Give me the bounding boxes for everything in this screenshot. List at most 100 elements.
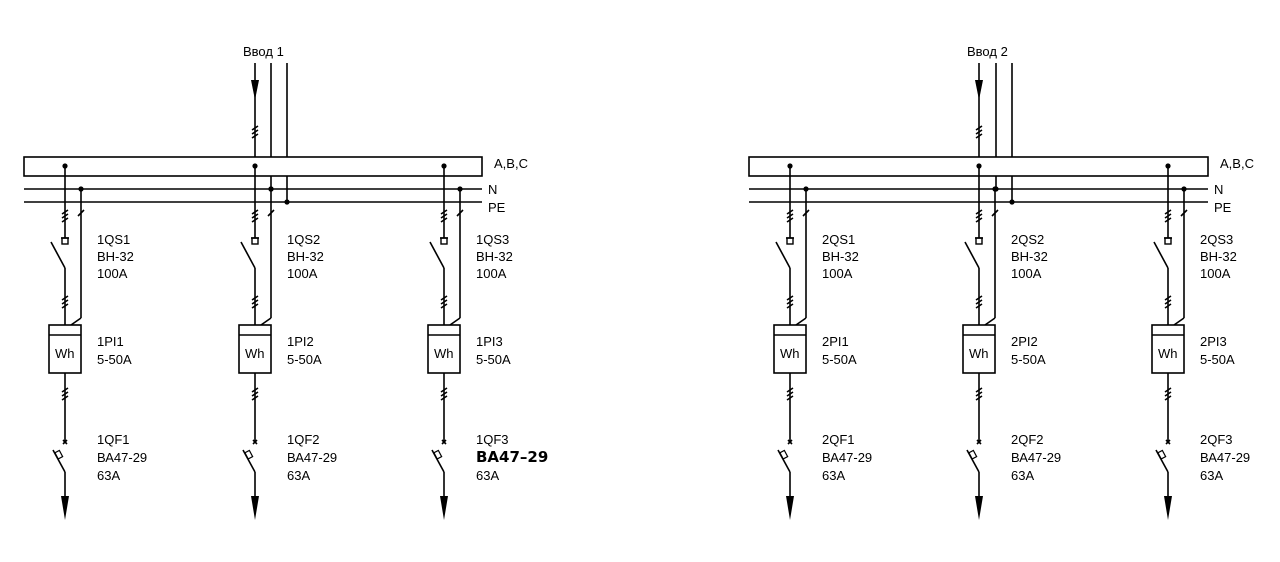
energy-meter-box [238, 324, 272, 374]
switch-rating: 100A [287, 266, 318, 281]
breaker-rating: 63A [822, 468, 845, 483]
energy-meter-symbol: Wh [55, 346, 75, 361]
feeder-3phase-mark [251, 209, 259, 223]
breaker-name: 2QF1 [822, 432, 855, 447]
feeder-n-mark [77, 209, 85, 217]
meter-range: 5-50A [1011, 352, 1046, 367]
breaker-name: 1QF1 [97, 432, 130, 447]
breaker-x-mark-b [976, 439, 982, 445]
panel-1: Ввод 1A,B,CNPEWh1QS1ВН-32100A1PI15-50A1Q… [23, 44, 548, 520]
switch-type: ВН-32 [97, 249, 134, 264]
switch-name: 2QS3 [1200, 232, 1233, 247]
feeder-3phase-mark [975, 209, 983, 223]
switch-terminal-icon [975, 237, 983, 245]
feeder-n-to-meter [449, 317, 461, 326]
feeder-3phase-mark-2 [61, 295, 69, 309]
energy-meter-symbol: Wh [969, 346, 989, 361]
feeder-3phase-mark [61, 209, 69, 223]
breaker-type: ВА47-29 [1011, 450, 1061, 465]
outgoing-arrow [786, 496, 794, 520]
input-label: Ввод 1 [243, 44, 284, 59]
switch-terminal-icon [251, 237, 259, 245]
input-3phase-mark [975, 125, 983, 139]
breaker-trip-icon [968, 449, 978, 460]
feeder-n-to-meter [70, 317, 82, 326]
feeder-3phase-mark-3 [251, 387, 259, 401]
breaker-x-mark-b [1165, 439, 1171, 445]
outgoing-arrow [440, 496, 448, 520]
feeder-3phase-mark [1164, 209, 1172, 223]
switch-name: 2QS1 [822, 232, 855, 247]
feeder-n-to-meter [795, 317, 807, 326]
breaker-type: ВА47-29 [97, 450, 147, 465]
meter-range: 5-50A [287, 352, 322, 367]
load-switch-blade-icon [50, 241, 66, 269]
breaker-name: 2QF3 [1200, 432, 1233, 447]
meter-name: 1PI2 [287, 334, 314, 349]
feeder-3phase-mark [786, 209, 794, 223]
energy-meter-symbol: Wh [1158, 346, 1178, 361]
feeder-n-to-meter [260, 317, 272, 326]
input-arrow [975, 80, 983, 100]
switch-terminal-icon [61, 237, 69, 245]
breaker-rating: 63A [476, 468, 499, 483]
feeder-n-mark [991, 209, 999, 217]
meter-range: 5-50A [1200, 352, 1235, 367]
energy-meter-box [48, 324, 82, 374]
breaker-rating: 63A [287, 468, 310, 483]
breaker-trip-icon [779, 449, 789, 460]
breaker-x-mark-b [252, 439, 258, 445]
energy-meter-symbol: Wh [245, 346, 265, 361]
bus-pe-label: PE [488, 200, 506, 215]
load-switch-blade-icon [775, 241, 791, 269]
meter-range: 5-50A [97, 352, 132, 367]
breaker-type: ВА47-29 [287, 450, 337, 465]
panel-2: Ввод 2A,B,CNPEWh2QS1ВН-32100A2PI15-50A2Q… [748, 44, 1254, 520]
switch-terminal-icon [786, 237, 794, 245]
load-switch-blade-icon [429, 241, 445, 269]
bus-n-label: N [1214, 182, 1223, 197]
switch-name: 1QS1 [97, 232, 130, 247]
breaker-name: 2QF2 [1011, 432, 1044, 447]
breaker-x-mark-b [441, 439, 447, 445]
switch-name: 1QS2 [287, 232, 320, 247]
energy-meter-box [773, 324, 807, 374]
breaker-name: 1QF3 [476, 432, 509, 447]
breaker-rating: 63A [1200, 468, 1223, 483]
outgoing-arrow [1164, 496, 1172, 520]
breaker-trip-icon [244, 449, 254, 460]
breaker-type: ВА47-29 [1200, 450, 1250, 465]
feeder-n-mark [802, 209, 810, 217]
switch-rating: 100A [476, 266, 507, 281]
energy-meter-box [962, 324, 996, 374]
switch-name: 2QS2 [1011, 232, 1044, 247]
energy-meter-symbol: Wh [780, 346, 800, 361]
meter-range: 5-50A [822, 352, 857, 367]
outgoing-arrow [61, 496, 69, 520]
breaker-type: ВА47-29 [822, 450, 872, 465]
breaker-rating: 63A [97, 468, 120, 483]
bus-n-label: N [488, 182, 497, 197]
breaker-x-mark-b [62, 439, 68, 445]
load-switch-blade-icon [964, 241, 980, 269]
switch-rating: 100A [1011, 266, 1042, 281]
switch-type: ВН-32 [1200, 249, 1237, 264]
feeder-3phase-mark-2 [1164, 295, 1172, 309]
bus-pe-label: PE [1214, 200, 1232, 215]
load-switch-blade-icon [240, 241, 256, 269]
switch-rating: 100A [1200, 266, 1231, 281]
feeder-n-to-meter [984, 317, 996, 326]
feeder-n-mark [1180, 209, 1188, 217]
bus-phase-label: A,B,C [494, 156, 528, 171]
input-label: Ввод 2 [967, 44, 1008, 59]
switch-rating: 100A [97, 266, 128, 281]
feeder-3phase-mark-3 [440, 387, 448, 401]
breaker-name: 1QF2 [287, 432, 320, 447]
breaker-type: ВА47–29 [476, 448, 548, 466]
